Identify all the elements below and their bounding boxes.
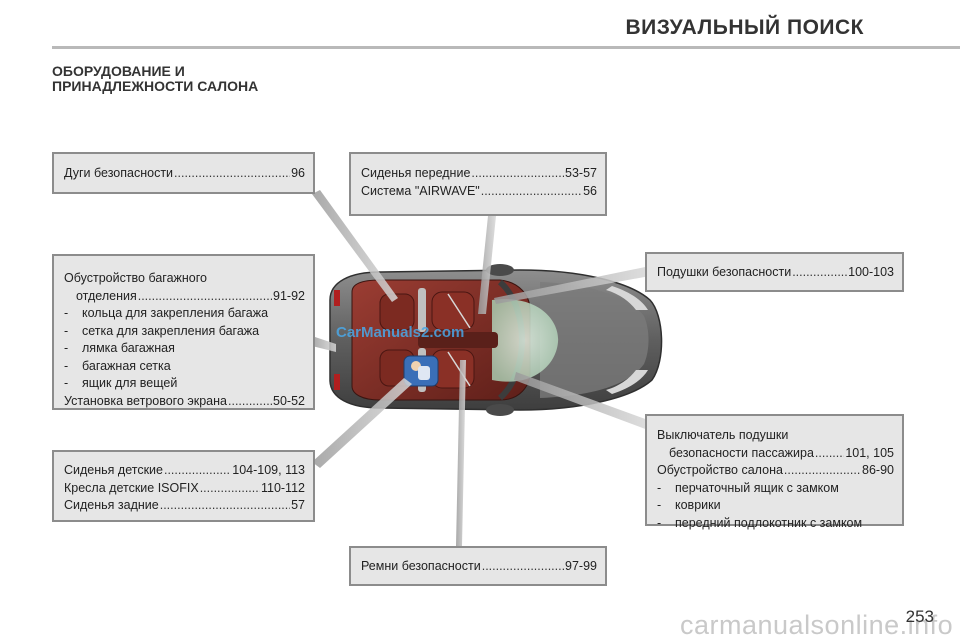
center-console xyxy=(418,332,498,348)
section-title-line-2: ПРИНАДЛЕЖНОСТИ САЛОНА xyxy=(52,78,259,94)
entry-page: 57 xyxy=(291,498,305,512)
seat-belt-top xyxy=(447,293,471,329)
leader-dots xyxy=(138,288,272,306)
entry-label: Обустройство салона xyxy=(657,463,783,477)
entry-boot: отделения 91-92 xyxy=(64,288,305,306)
list-item: -перчаточный ящик с замком xyxy=(657,480,839,495)
roll-bar-top xyxy=(418,288,426,332)
entry-airbags: Подушки безопасности 100-103 xyxy=(657,264,894,282)
callout-front-seats xyxy=(478,216,496,314)
list-item: -ящик для вещей xyxy=(64,376,178,390)
mirror-top xyxy=(486,264,514,276)
entry-page: 56 xyxy=(583,183,597,198)
entry-page: 101, 105 xyxy=(845,445,894,460)
list-item: -багажная сетка xyxy=(64,358,171,373)
callout-box-boot: Обустройство багажного отделения 91-92 -… xyxy=(52,254,315,410)
entry-page: 53-57 xyxy=(565,166,597,180)
headlight-top xyxy=(606,286,648,310)
entry-seat-belts: Ремни безопасности 97-99 xyxy=(361,558,597,576)
list-item: -передний подлокотник с замком xyxy=(657,515,863,530)
list-item: -коврики xyxy=(657,498,721,512)
leader-dots xyxy=(200,480,260,498)
entry-label: Установка ветрового экрана xyxy=(64,393,227,408)
entry-label: Ремни безопасности xyxy=(361,559,481,573)
entry-page: 104-109, 113 xyxy=(232,463,305,477)
callout-box-airbag-switch: Выключатель подушки безопасности пассажи… xyxy=(645,414,904,530)
callout-roll-bars xyxy=(312,190,398,302)
boot-line-1: Обустройство багажного xyxy=(64,271,207,285)
list-item: -сетка для закрепления багажа xyxy=(64,323,260,338)
entry-label: отделения xyxy=(76,288,137,303)
entry-label: безопасности пассажира xyxy=(669,445,814,460)
callout-airbag-switch xyxy=(514,372,648,430)
rear-light-top xyxy=(334,290,340,306)
leader-dots xyxy=(228,393,272,411)
header-divider xyxy=(52,46,960,49)
callout-boot xyxy=(312,336,336,352)
list-item: -лямка багажная xyxy=(64,341,175,355)
rear-seat-top xyxy=(379,293,415,331)
entry-front-seats: Сиденья передние 53-57 xyxy=(361,165,597,183)
callout-box-child-seats: Сиденья детские 104-109, 113 Кресла детс… xyxy=(52,450,315,522)
entry-label: Подушки безопасности xyxy=(657,265,792,279)
switch-line-1: Выключатель подушки xyxy=(657,428,789,442)
entry-airbag-switch: безопасности пассажира 101, 105 xyxy=(657,445,894,463)
entry-page: 110-112 xyxy=(260,480,305,495)
leader-dots xyxy=(160,497,290,515)
callout-child xyxy=(312,378,412,468)
entry-child-seats: Сиденья детские 104-109, 113 xyxy=(64,462,305,480)
section-title: ОБОРУДОВАНИЕ И ПРИНАДЛЕЖНОСТИ САЛОНА xyxy=(52,64,258,94)
rear-light-bottom xyxy=(334,374,340,390)
callout-box-seat-belts: Ремни безопасности 97-99 xyxy=(349,546,607,586)
callout-box-airbags: Подушки безопасности 100-103 xyxy=(645,252,904,292)
entry-label: Система "AIRWAVE" xyxy=(361,183,480,198)
entry-cabin-fittings: Обустройство салона 86-90 xyxy=(657,462,894,480)
entry-page: 96 xyxy=(291,166,305,180)
front-seat-top xyxy=(431,291,475,331)
callout-box-roll-bars: Дуги безопасности 96 xyxy=(52,152,315,194)
entry-page: 91-92 xyxy=(273,288,305,303)
airbag-front xyxy=(492,299,559,382)
leader-dots xyxy=(784,462,861,480)
child-figure-body xyxy=(418,366,430,380)
entry-label: Дуги безопасности xyxy=(64,166,174,180)
car-bonnet xyxy=(540,282,649,398)
callout-box-front-seats: Сиденья передние 53-57 Система "AIRWAVE"… xyxy=(349,152,607,216)
page-number: 253 xyxy=(905,607,934,626)
leader-dots xyxy=(815,445,844,463)
mirror-bottom xyxy=(486,404,514,416)
leader-dots xyxy=(481,183,582,201)
entry-label: Сиденья задние xyxy=(64,498,159,512)
entry-label: Сиденья детские xyxy=(64,463,163,477)
headlight-bottom xyxy=(606,370,648,394)
leader-dots xyxy=(164,462,231,480)
entry-label: Сиденья передние xyxy=(361,166,471,180)
entry-isofix: Кресла детские ISOFIX 110-112 xyxy=(64,480,305,498)
leader-dots xyxy=(471,165,564,183)
entry-page: 86-90 xyxy=(862,463,894,477)
entry-wind-deflector: Установка ветрового экрана 50-52 xyxy=(64,393,305,411)
list-item: -кольца для закрепления багажа xyxy=(64,306,269,320)
entry-page: 50-52 xyxy=(273,393,305,408)
page-header-title: ВИЗУАЛЬНЫЙ ПОИСК xyxy=(625,16,864,39)
site-watermark: carmanualsonline.info xyxy=(680,610,954,640)
callout-belts xyxy=(456,360,466,546)
entry-airwave: Система "AIRWAVE" 56 xyxy=(361,183,597,201)
leader-dots xyxy=(792,264,847,282)
carmanuals-watermark: CarManuals2.com xyxy=(336,324,465,341)
callout-airbags xyxy=(494,266,650,304)
seat-belt-bottom xyxy=(447,351,471,387)
entry-label: Кресла детские ISOFIX xyxy=(64,480,199,495)
entry-roll-bars: Дуги безопасности 96 xyxy=(64,165,305,183)
leader-dots xyxy=(482,558,564,576)
entry-page: 97-99 xyxy=(565,559,597,573)
leader-dots xyxy=(174,165,290,183)
section-title-line-1: ОБОРУДОВАНИЕ И xyxy=(52,63,185,79)
entry-rear-seats: Сиденья задние 57 xyxy=(64,497,305,515)
entry-page: 100-103 xyxy=(848,265,894,279)
